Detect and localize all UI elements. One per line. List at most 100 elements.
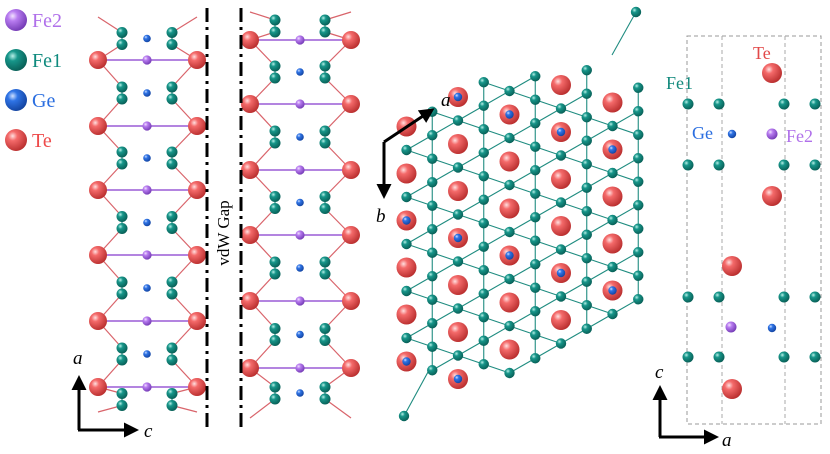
unit-cell-label-te: Te: [753, 43, 771, 63]
kagome-fe1-atom: [633, 200, 644, 211]
right-slab-fe1-atom: [319, 393, 331, 405]
right-slab-fe2-atom: [295, 230, 305, 240]
unit-cell-fe1-atom: [778, 98, 790, 110]
kagome-bond-edge: [403, 371, 429, 417]
kagome-fe1-atom: [530, 329, 541, 340]
kagome-fe1-atom: [452, 256, 464, 267]
kagome-fe1-atom: [633, 106, 644, 117]
kagome-fe1-atom: [607, 167, 618, 179]
right-slab-fe1-atom: [269, 72, 281, 84]
left-fe2-atom: [142, 250, 152, 260]
kagome-fe1-atom: [452, 162, 464, 173]
unit-cell-outline: [686, 35, 822, 425]
left-axes: a c: [71, 348, 153, 442]
kagome-fe1-atom: [504, 273, 515, 285]
unit-cell-te-atom: [722, 256, 742, 276]
right-slab-te-atom: [241, 359, 259, 377]
left-te-atom: [89, 117, 107, 135]
left-ge-atom: [143, 284, 151, 292]
legend-te-swatch: [5, 129, 27, 151]
unit-cell-fe1-atom: [809, 159, 821, 171]
right-slab-fe1-atom: [269, 256, 281, 268]
kagome-fe1-atom: [478, 124, 489, 135]
left-fe1-atom: [116, 158, 128, 170]
legend-ge-label: Ge: [32, 90, 55, 112]
left-ge-atom: [143, 154, 151, 162]
kagome-te-atom: [448, 322, 468, 342]
right-slab-fe1-atom: [319, 256, 331, 268]
kagome-te-atom: [448, 134, 468, 154]
kagome-fe1-atom: [581, 253, 592, 264]
kagome-fe1-atom: [633, 223, 644, 234]
left-te-atom: [89, 51, 107, 69]
kagome-fe1-atom: [581, 229, 592, 240]
left-fe1-atom: [166, 400, 178, 411]
kagome-fe1-atom: [504, 367, 515, 379]
kagome-fe1-atom: [452, 115, 464, 126]
kagome-fe1-atom: [427, 271, 438, 282]
unit-cell-fe1-atom: [682, 98, 694, 110]
right-slab-fe1-atom: [269, 393, 281, 405]
left-fe2-atom: [142, 121, 152, 131]
right-slab-fe1-atom: [269, 203, 281, 214]
vdw-gap-label-background: [214, 188, 236, 278]
mid-axis-a-label: a: [441, 90, 451, 111]
kagome-te-atom: [499, 151, 520, 172]
right-slab-fe2-atom: [295, 165, 305, 175]
right-slab-fe1-atom: [269, 323, 281, 334]
right-slab-fe2-atom: [295, 35, 305, 45]
kagome-fe1-atom: [504, 132, 515, 144]
kagome-fe1-atom: [633, 129, 644, 140]
kagome-fe1-atom: [504, 226, 515, 238]
unit-cell-fe1-atom: [682, 351, 694, 363]
legend-ge-swatch: [5, 89, 27, 111]
kagome-fe1-atom: [401, 238, 412, 250]
right-slab-te-atom: [342, 161, 360, 179]
top-view-bonds: [403, 11, 639, 417]
kagome-fe1-atom: [555, 338, 567, 349]
legend-fe2-label: Fe2: [32, 10, 62, 32]
kagome-te-atom: [551, 75, 571, 95]
left-te-atom: [188, 181, 206, 199]
left-fe1-atom: [166, 81, 178, 93]
left-fe1-atom: [116, 276, 128, 288]
left-fe1-atom: [116, 39, 128, 50]
left-fe1-atom: [116, 146, 128, 158]
right-slab-fe1-atom: [319, 381, 331, 393]
kagome-ge-atom: [402, 357, 411, 366]
left-te-atom: [89, 181, 107, 199]
left-fe1-atom: [166, 211, 178, 222]
kagome-fe1-atom: [427, 247, 438, 258]
left-ge-atom: [143, 89, 151, 97]
unit-cell-fe1-atom: [809, 98, 821, 110]
right-slab-fe2-atom: [295, 99, 305, 109]
kagome-fe1-atom: [607, 214, 618, 226]
kagome-fe1-atom: [427, 224, 438, 235]
top-view-panel: a b: [376, 6, 644, 422]
right-slab-fe1-atom: [319, 72, 331, 84]
unit-cell-fe1-atom: [778, 159, 790, 171]
right-slab-fe1-atom: [269, 137, 281, 149]
right-slab-te-atom: [241, 161, 259, 179]
right-slab-fe2-atom: [295, 363, 305, 373]
left-te-atom: [188, 51, 206, 69]
kagome-fe1-atom: [427, 341, 438, 352]
left-fe1-atom: [166, 388, 178, 399]
kagome-ge-atom: [608, 286, 617, 295]
kagome-te-atom: [551, 216, 571, 236]
kagome-fe1-atom: [530, 188, 541, 199]
kagome-fe1-atom: [427, 130, 438, 141]
left-fe1-atom: [116, 388, 128, 399]
kagome-fe1-atom: [581, 65, 592, 76]
right-slab-te-atom: [241, 226, 259, 244]
left-fe1-atom: [166, 93, 178, 105]
right-slab-fe1-atom: [269, 26, 281, 38]
right-axes: c a: [652, 362, 732, 451]
left-fe1-atom: [166, 223, 178, 234]
right-slab-te-atom: [241, 292, 259, 310]
unit-cell-te-atom: [762, 63, 782, 83]
right-slab-te-atom: [241, 31, 259, 49]
left-fe1-atom: [166, 39, 178, 50]
left-axis-c-label: c: [144, 421, 153, 442]
